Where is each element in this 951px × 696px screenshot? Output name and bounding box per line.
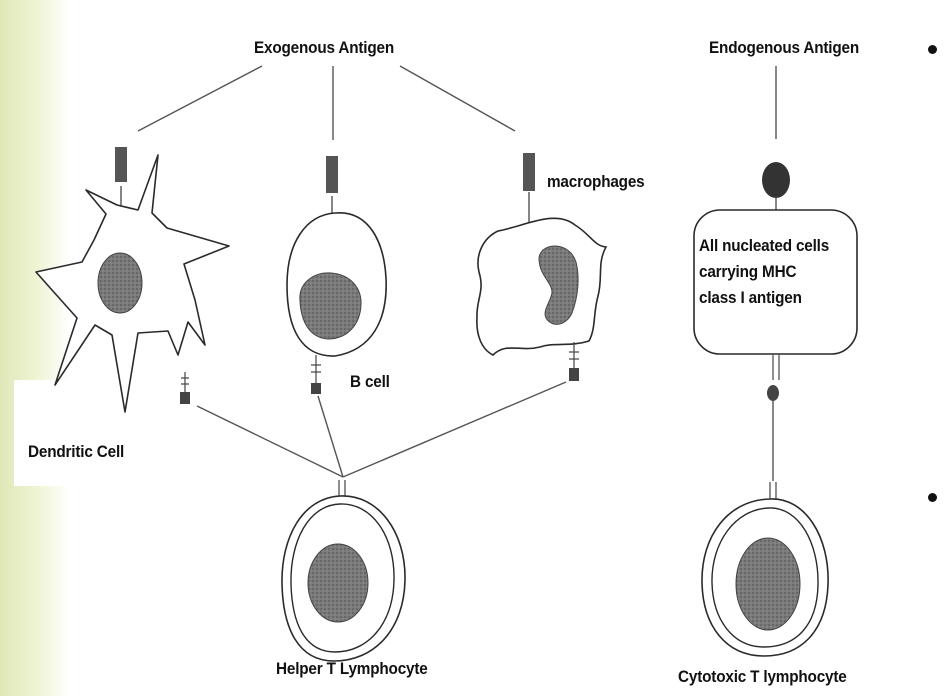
- mhc-antigen-complex-dot: [767, 385, 779, 401]
- helper-t-lymphocyte-label: Helper T Lymphocyte: [276, 659, 428, 679]
- macrophage-outline: [477, 218, 606, 355]
- dendritic-antigen-bar: [115, 147, 127, 182]
- slide-bullet-2: [928, 493, 937, 502]
- b-cell-label: B cell: [350, 372, 390, 392]
- macrophage-mhc-receptor: [569, 368, 579, 381]
- endogenous-antigen-label: Endogenous Antigen: [709, 38, 859, 58]
- helper-t-cell: [282, 480, 405, 661]
- dendritic-cell-label: Dendritic Cell: [28, 442, 124, 462]
- macrophage-antigen-bar: [523, 153, 535, 191]
- dendritic-cell: [36, 147, 229, 412]
- dendritic-nucleus: [98, 253, 142, 313]
- bcell-to-helper-line: [318, 396, 343, 477]
- slide-bullet-1: [928, 45, 937, 54]
- cytotoxic-t-cell: [702, 482, 828, 656]
- bcell-mhc-receptor: [311, 383, 321, 394]
- exo-to-dendritic-line: [138, 66, 262, 131]
- helper-t-nucleus: [308, 544, 368, 622]
- bcell-antigen-bar: [326, 156, 338, 193]
- cytotoxic-t-nucleus: [736, 538, 800, 630]
- nucleated-cells-line-3: class I antigen: [699, 285, 879, 311]
- nucleated-cells-line-2: carrying MHC: [699, 259, 879, 285]
- exogenous-antigen-label: Exogenous Antigen: [254, 38, 394, 58]
- endogenous-antigen-particle: [762, 162, 790, 198]
- cytotoxic-t-lymphocyte-label: Cytotoxic T lymphocyte: [678, 667, 847, 687]
- macrophages-label: macrophages: [547, 172, 645, 192]
- macrophage-to-helper-line: [343, 382, 566, 477]
- exo-to-macrophage-line: [400, 66, 515, 131]
- nucleated-cells-line-1: All nucleated cells: [699, 233, 879, 259]
- dendritic-mhc-receptor: [180, 392, 190, 404]
- b-cell: [287, 156, 386, 394]
- nucleated-cells-label: All nucleated cells carrying MHC class I…: [699, 233, 879, 311]
- bcell-nucleus: [300, 273, 361, 339]
- dendritic-to-helper-line: [197, 406, 343, 477]
